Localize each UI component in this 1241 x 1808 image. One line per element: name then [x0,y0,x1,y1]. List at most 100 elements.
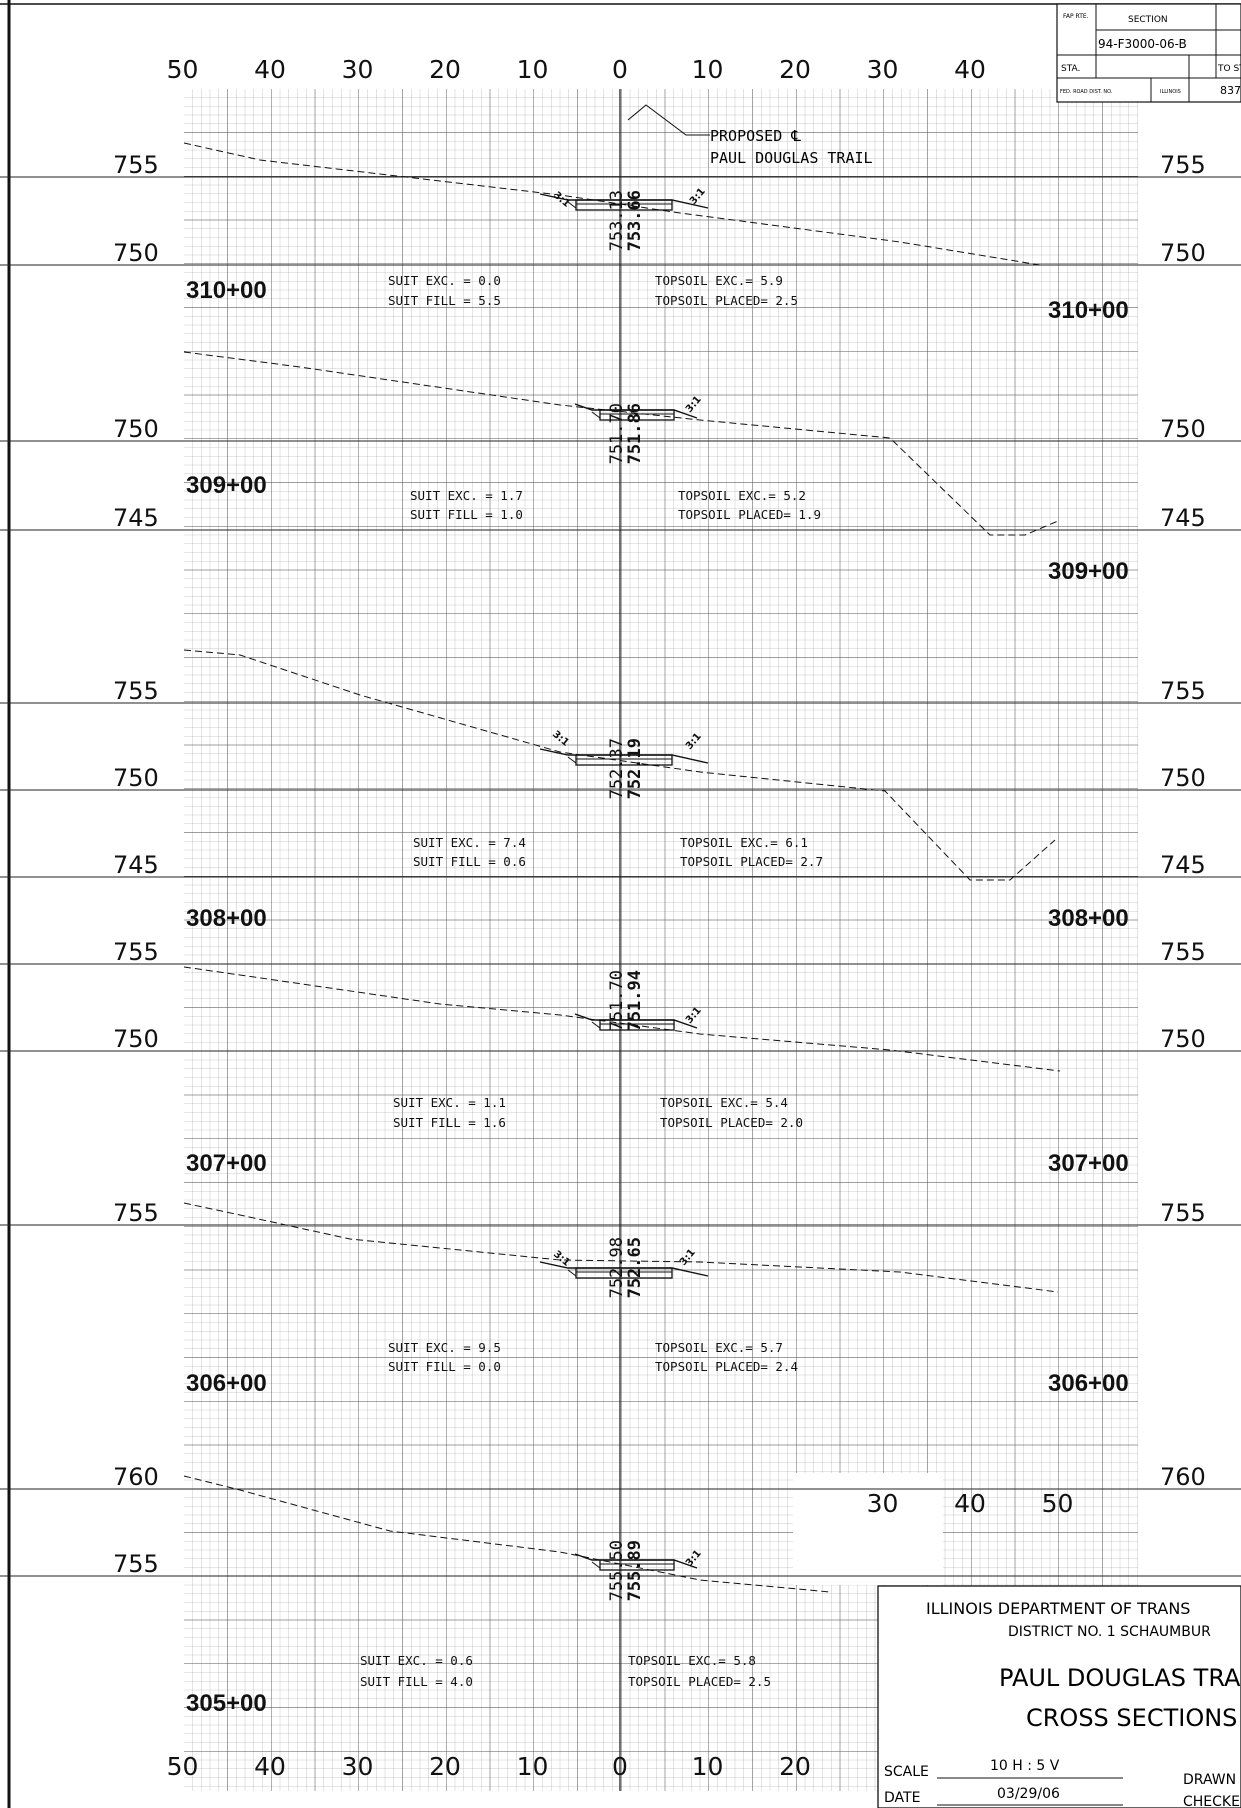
elevation-label-left: 750 [113,764,159,792]
existing-ground-line [183,1475,831,1593]
elevation-label-left: 760 [113,1463,159,1491]
elevation-label-left: 755 [113,677,159,705]
topsoil-placed-qty: TOPSOIL PLACED= 2.4 [655,1359,798,1374]
top-axis-label: 40 [954,55,986,84]
bottom-right-axis-label: 30 [867,1489,899,1518]
bottom-axis-label: 30 [342,1752,374,1781]
topsoil-placed-qty: TOPSOIL PLACED= 2.5 [628,1674,771,1689]
elevation-label-right: 750 [1160,239,1206,267]
suit-exc-qty: SUIT EXC. = 7.4 [413,835,526,850]
drawn-label: DRAWN [1183,1772,1236,1788]
grid [184,89,1241,1808]
existing-elevation: 751.70 [607,970,627,1031]
suit-fill-qty: SUIT FILL = 0.0 [388,1359,501,1374]
elevation-label-right: 745 [1160,851,1206,879]
top-axis-label: 20 [779,55,811,84]
proposed-trail-section [539,1261,709,1279]
section-label: SECTION [1128,15,1168,25]
elevation-label-left: 755 [113,1550,159,1578]
top-axis-label: 30 [342,55,374,84]
proposed-trail-section [574,403,698,421]
scale-label: SCALE [884,1764,929,1780]
existing-elevation: 753.13 [607,190,627,251]
top-axis-label: 20 [429,55,461,84]
station-label-right: 306+00 [1048,1370,1129,1397]
top-axis-label: 40 [254,55,286,84]
topsoil-exc-qty: TOPSOIL EXC.= 5.7 [655,1340,783,1355]
bottom-axis-label: 0 [612,1752,628,1781]
existing-ground-line [183,351,1059,536]
existing-elevation: 755.50 [607,1540,627,1601]
title-block: ILLINOIS DEPARTMENT OF TRANS DISTRICT NO… [877,1585,1241,1808]
checked-label: CHECKE [1183,1794,1240,1808]
station-label-right: 307+00 [1048,1150,1129,1177]
proposed-trail-section [539,193,709,211]
proposed-cl-annotation: PROPOSED ℄ PAUL DOUGLAS TRAIL [627,104,873,167]
station-label-left: 308+00 [186,905,267,932]
sheet-title: CROSS SECTIONS [1026,1704,1237,1732]
elevation-label-left: 755 [113,1199,159,1227]
suit-fill-qty: SUIT FILL = 0.6 [413,854,526,869]
top-axis-label: 50 [167,55,199,84]
bottom-axis-label: 40 [254,1752,286,1781]
station-label-left: 305+00 [186,1690,267,1717]
elevation-label-right: 755 [1160,151,1206,179]
bottom-axis-label: 20 [779,1752,811,1781]
topsoil-exc-qty: TOPSOIL EXC.= 5.4 [660,1095,788,1110]
station-label-left: 310+00 [186,277,267,304]
proposed-elevation: 751.94 [625,970,645,1031]
proposed-cl-text: PROPOSED ℄ [710,127,801,145]
top-axis-label: 10 [692,55,724,84]
project-name: PAUL DOUGLAS TRA [999,1664,1241,1692]
header-block: FAP RTE. SECTION 94-F3000-06-B STA. TO S… [1056,3,1241,103]
suit-fill-qty: SUIT FILL = 5.5 [388,293,501,308]
station-label-left: 309+00 [186,472,267,499]
section-value: 94-F3000-06-B [1098,37,1187,51]
proposed-elevation: 751.86 [625,403,645,464]
suit-fill-qty: SUIT FILL = 1.0 [410,507,523,522]
elevation-label-left: 750 [113,239,159,267]
topsoil-exc-qty: TOPSOIL EXC.= 5.2 [678,488,806,503]
station-label-left: 306+00 [186,1370,267,1397]
topsoil-placed-qty: TOPSOIL PLACED= 2.0 [660,1115,803,1130]
existing-elevation: 752.98 [607,1237,627,1298]
suit-fill-qty: SUIT FILL = 4.0 [360,1674,473,1689]
existing-ground-line [183,1202,1059,1293]
elevation-label-left: 755 [113,151,159,179]
topsoil-exc-qty: TOPSOIL EXC.= 5.9 [655,273,783,288]
suit-exc-qty: SUIT EXC. = 1.7 [410,488,523,503]
elevation-lines [0,176,1241,1577]
station-label-right: 308+00 [1048,905,1129,932]
station-label-right: 309+00 [1048,558,1129,585]
elevation-label-right: 755 [1160,677,1206,705]
suit-exc-qty: SUIT EXC. = 0.6 [360,1653,473,1668]
elevation-label-right: 750 [1160,1025,1206,1053]
topsoil-placed-qty: TOPSOIL PLACED= 2.7 [680,854,823,869]
date-label: DATE [884,1790,920,1806]
agency-name: ILLINOIS DEPARTMENT OF TRANS [926,1599,1190,1618]
elevation-label-left: 750 [113,415,159,443]
trail-name-text: PAUL DOUGLAS TRAIL [710,149,873,167]
station-label-right: 310+00 [1048,297,1129,324]
date-value: 03/29/06 [997,1786,1060,1802]
to-sta-label: TO ST [1217,64,1241,74]
elevation-label-right: 750 [1160,415,1206,443]
suit-fill-qty: SUIT FILL = 1.6 [393,1115,506,1130]
bottom-axis-label: 10 [517,1752,549,1781]
existing-elevation: 751.70 [607,403,627,464]
bottom-axis-label: 20 [429,1752,461,1781]
proposed-trail-section [574,1013,698,1031]
existing-elevation: 752.37 [607,738,627,799]
bottom-axis-label: 50 [167,1752,199,1781]
topsoil-placed-qty: TOPSOIL PLACED= 1.9 [678,507,821,522]
elevation-label-right: 745 [1160,504,1206,532]
proposed-elevation: 752.19 [625,738,645,799]
